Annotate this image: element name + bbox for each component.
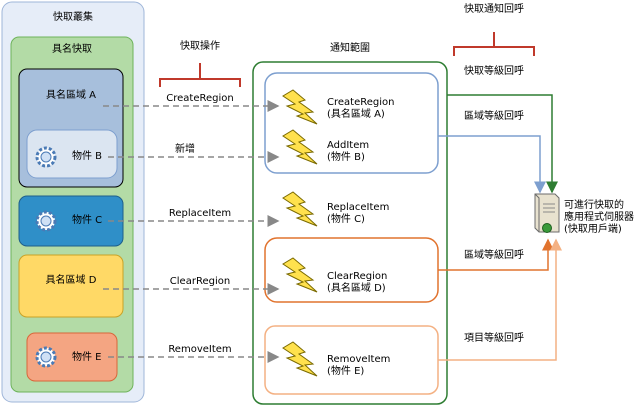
operations-header: 快取操作 bbox=[180, 41, 220, 52]
cache-client-line2: 應用程式伺服器 bbox=[564, 212, 634, 223]
notification-additem-title: AddItem bbox=[327, 140, 370, 151]
object-b-label: 物件 B bbox=[72, 151, 103, 162]
region-a-label: 具名區域 A bbox=[45, 90, 97, 101]
notification-removeitem-title: RemoveItem bbox=[327, 354, 391, 365]
notification-clearregion-target: (具名區域 D) bbox=[327, 283, 386, 294]
notification-createregion-target: (具名區域 A) bbox=[327, 109, 385, 120]
named-cache-label: 具名快取 bbox=[52, 44, 92, 55]
cache-cluster-label: 快取叢集 bbox=[53, 12, 93, 23]
notification-createregion-title: CreateRegion bbox=[327, 97, 395, 108]
object-e-label: 物件 E bbox=[72, 352, 102, 363]
arrow-region-level-1 bbox=[438, 135, 546, 194]
operation-label-replaceitem: ReplaceItem bbox=[168, 208, 232, 219]
region-level-callback-label-1: 區域等級回呼 bbox=[464, 111, 524, 122]
notification-replaceitem-title: ReplaceItem bbox=[327, 202, 390, 213]
item-level-callback-label: 項目等級回呼 bbox=[464, 333, 524, 344]
operation-label-clearregion: ClearRegion bbox=[169, 276, 231, 287]
callbacks-header: 快取通知回呼 bbox=[464, 4, 524, 15]
object-e-box bbox=[26, 332, 118, 382]
cache-client-line1: 可進行快取的 bbox=[564, 200, 624, 211]
notification-removeitem-target: (物件 E) bbox=[327, 366, 365, 377]
notification-clearregion-title: ClearRegion bbox=[327, 271, 388, 282]
region-a-notification-group bbox=[264, 72, 439, 174]
cache-level-callback-label: 快取等級回呼 bbox=[464, 66, 524, 77]
server-icon bbox=[534, 193, 560, 233]
arrow-region-level-2 bbox=[438, 238, 554, 271]
arrow-cache-level bbox=[447, 94, 558, 194]
region-d-label: 具名區域 D bbox=[45, 275, 97, 286]
gear-icon-b bbox=[35, 146, 57, 168]
notification-scope-label: 通知範圍 bbox=[330, 43, 370, 54]
gear-icon-c bbox=[35, 210, 57, 232]
region-level-callback-label-2: 區域等級回呼 bbox=[464, 250, 524, 261]
operation-label-removeitem: RemoveItem bbox=[168, 344, 232, 355]
arrow-item-level bbox=[438, 238, 562, 361]
notification-replaceitem-target: (物件 C) bbox=[327, 214, 365, 225]
region-d-box bbox=[18, 254, 124, 318]
operation-label-add: 新增 bbox=[175, 144, 195, 155]
gear-icon-e bbox=[35, 346, 57, 368]
operation-label-createregion: CreateRegion bbox=[166, 93, 234, 104]
bracket-operations bbox=[159, 63, 241, 87]
object-c-box bbox=[18, 195, 124, 247]
notification-additem-target: (物件 B) bbox=[327, 152, 365, 163]
bracket-callbacks bbox=[453, 32, 535, 56]
cache-client-line3: (快取用戶端) bbox=[564, 224, 622, 235]
object-c-label: 物件 C bbox=[72, 215, 103, 226]
